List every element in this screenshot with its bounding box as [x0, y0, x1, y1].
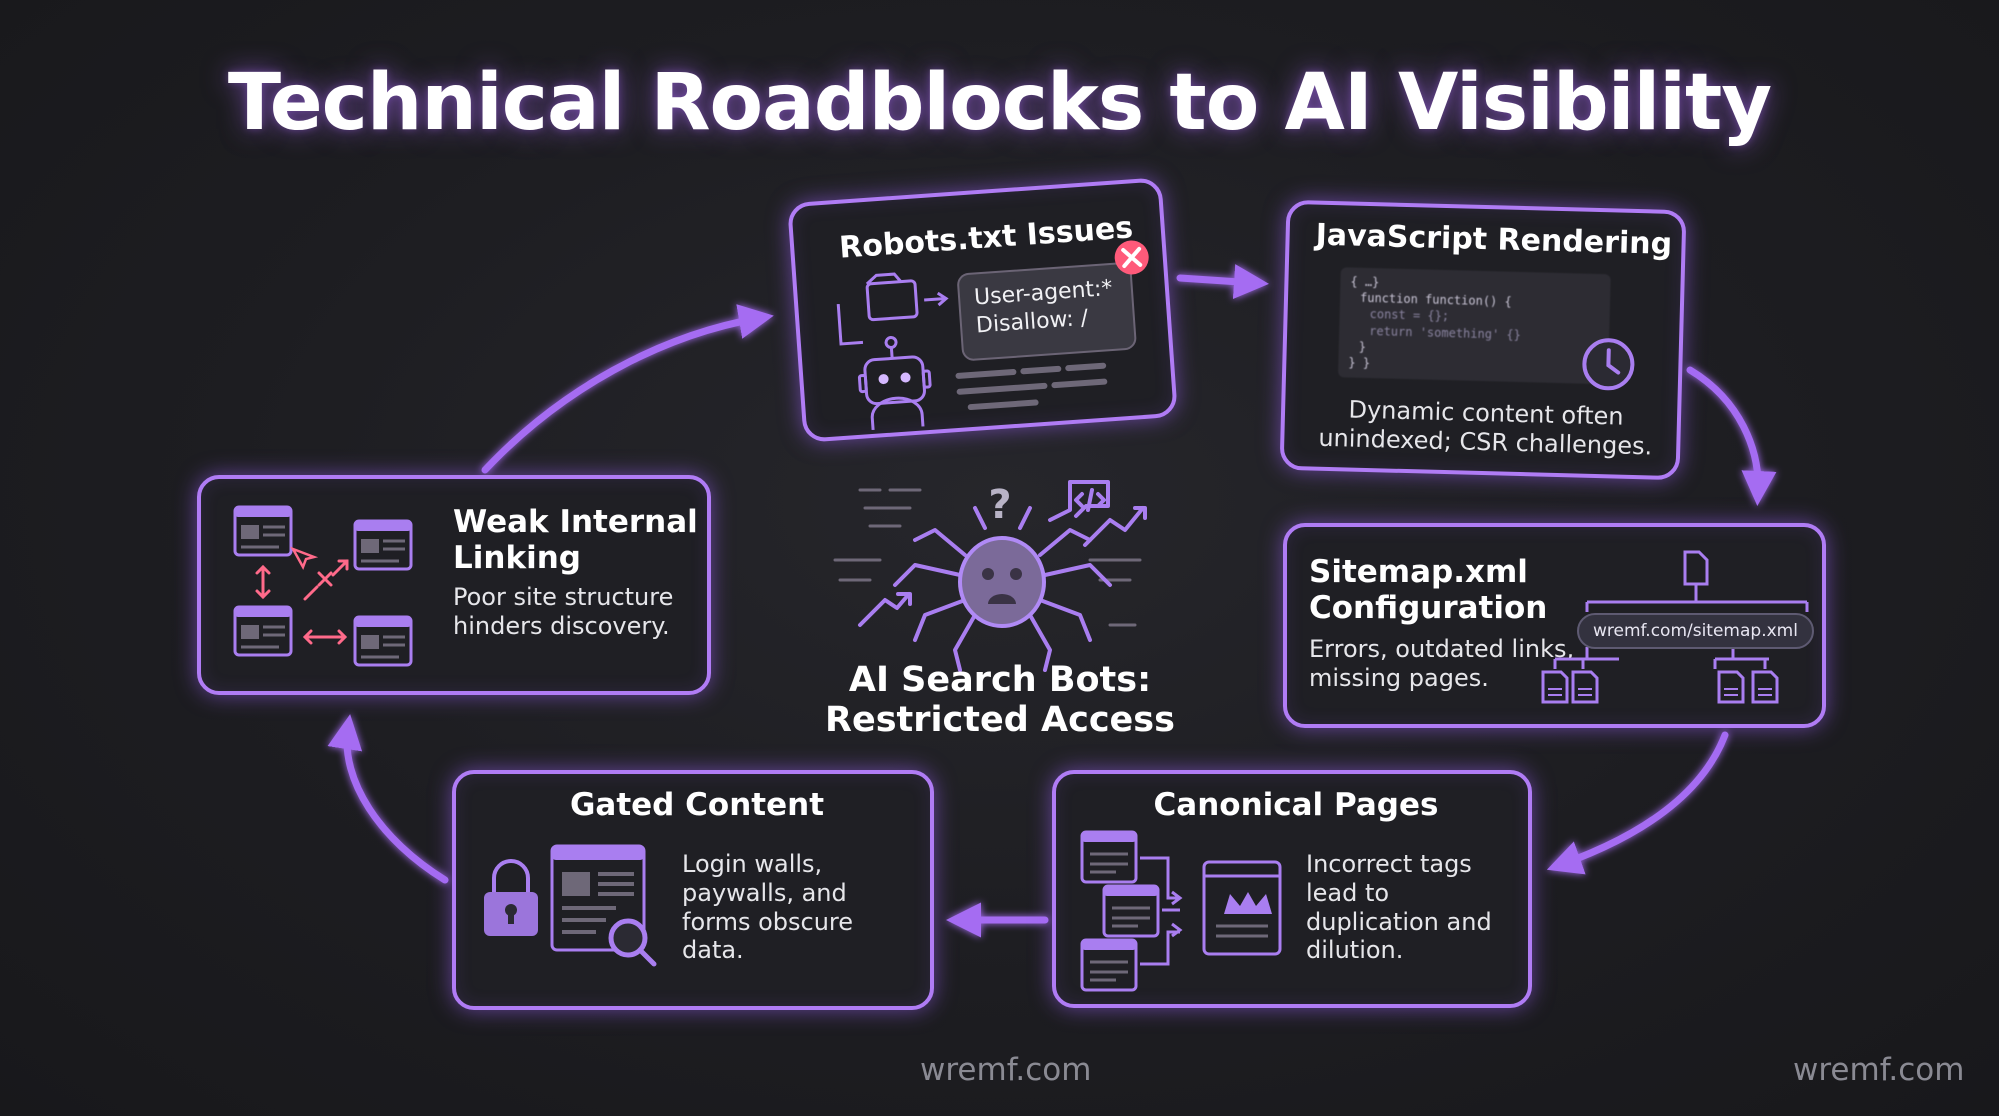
- sitemap-desc-line1: Errors, outdated links,: [1309, 635, 1575, 663]
- sitemap-card-description: Errors, outdated links, missing pages.: [1309, 635, 1574, 693]
- clock-icon: [1582, 338, 1635, 391]
- canonical-card-description: Incorrect tags lead to duplication and d…: [1306, 850, 1492, 965]
- card-weak-internal-linking: Weak Internal Linking Poor site structur…: [197, 475, 711, 695]
- arrow-js-to-sitemap: [1686, 366, 1777, 506]
- card-sitemap-configuration: Sitemap.xml Configuration Errors, outdat…: [1283, 523, 1826, 728]
- arrow-robots-to-js: [1176, 264, 1269, 300]
- canonical-desc-line2: lead to: [1306, 878, 1390, 907]
- svg-text:?: ?: [988, 482, 1011, 528]
- center-label-line2: Restricted Access: [825, 700, 1175, 741]
- canonical-desc-line3: duplication and: [1306, 907, 1492, 936]
- robot-icon: [836, 272, 1108, 431]
- canonical-card-title: Canonical Pages: [1153, 787, 1439, 823]
- card-javascript-rendering: JavaScript Rendering { …} function funct…: [1279, 199, 1687, 481]
- sitemap-tree-icon: [1541, 550, 1809, 704]
- canonical-desc-line1: Incorrect tags: [1306, 850, 1472, 878]
- linking-card-title: Weak Internal Linking: [453, 504, 698, 576]
- arrow-linking-to-robots: [481, 304, 774, 474]
- crown-page-icon: [1080, 830, 1282, 992]
- sitemap-title-line2: Configuration: [1309, 589, 1548, 626]
- gated-card-title: Gated Content: [569, 787, 825, 823]
- card-canonical-pages: Canonical Pages: [1052, 770, 1532, 1008]
- canonical-desc-line4: dilution.: [1306, 936, 1404, 965]
- sitemap-title-line1: Sitemap.xml: [1309, 554, 1528, 590]
- arrow-gated-to-linking: [327, 714, 449, 884]
- page-title: Technical Roadblocks to AI Visibility: [227, 58, 1772, 148]
- gated-desc-line4: data.: [682, 936, 744, 965]
- gated-desc-line1: Login walls,: [682, 850, 823, 878]
- center-label: AI Search Bots: Restricted Access: [800, 660, 1200, 741]
- gated-desc-line2: paywalls, and: [682, 878, 847, 907]
- linking-desc-line2: hinders discovery.: [453, 611, 670, 640]
- arrow-sitemap-to-canonical: [1546, 731, 1729, 875]
- magnifier-icon: [608, 918, 657, 967]
- sitemap-card-title: Sitemap.xml Configuration: [1309, 554, 1548, 626]
- linking-title-line2: Linking: [453, 539, 581, 576]
- card-robots-txt: Robots.txt Issues: [787, 177, 1178, 443]
- watermark-center: wremf.com: [920, 1052, 1092, 1088]
- lock-icon: [484, 844, 657, 967]
- sitemap-url-pill: wremf.com/sitemap.xml: [1577, 613, 1814, 649]
- card-gated-content: Gated Content Login walls, p: [452, 770, 934, 1010]
- error-x-icon: [1114, 240, 1149, 275]
- gated-card-description: Login walls, paywalls, and forms obscure…: [682, 850, 853, 965]
- center-label-line1: AI Search Bots:: [848, 660, 1152, 700]
- sitemap-desc-line2: missing pages.: [1309, 663, 1489, 692]
- gated-desc-line3: forms obscure: [682, 907, 854, 936]
- linking-title-line1: Weak Internal: [453, 504, 698, 540]
- watermark-right: wremf.com: [1793, 1052, 1965, 1088]
- linking-desc-line1: Poor site structure: [453, 583, 674, 611]
- broken-links-icon: [233, 505, 413, 667]
- linking-card-description: Poor site structure hinders discovery.: [453, 583, 673, 641]
